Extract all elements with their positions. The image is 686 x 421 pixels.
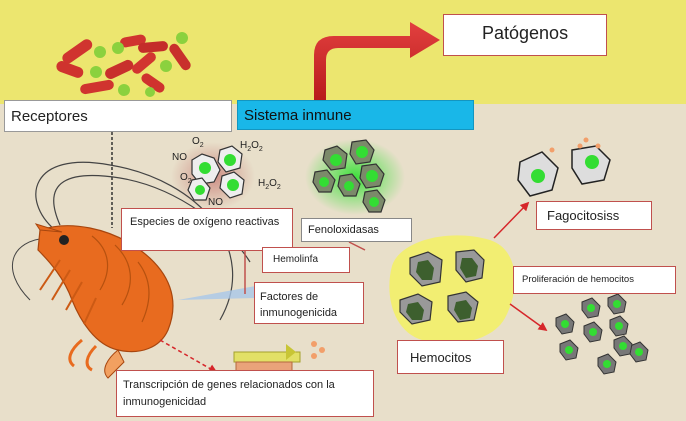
hemocytes-label: Hemocitos bbox=[397, 340, 504, 374]
phagocytosis-label: Fagocitosiss bbox=[536, 201, 652, 230]
no-label-bottom: NO bbox=[208, 197, 223, 208]
phagocytosis-cells bbox=[517, 137, 611, 197]
connector-line bbox=[348, 241, 366, 251]
bacterium-coccus bbox=[112, 42, 124, 54]
hemolymph-label: Hemolinfa bbox=[262, 247, 350, 273]
immunogenicity-factors-label: Factores de inmunogenicida bbox=[254, 282, 364, 324]
bacterium-rod bbox=[105, 59, 134, 79]
hemocyte-proliferation-label: Proliferación de hemocitos bbox=[513, 266, 676, 294]
bacterium-rod bbox=[138, 41, 168, 53]
immune-system-label: Sistema inmune bbox=[237, 100, 474, 130]
phenoloxidase-cluster bbox=[305, 139, 405, 215]
gene-icon bbox=[233, 341, 325, 373]
proliferating-hemocytes bbox=[555, 293, 649, 375]
pathogen-bacteria bbox=[56, 32, 191, 97]
bacterium-coccus bbox=[118, 84, 130, 96]
receptors-label: Receptores bbox=[4, 100, 232, 132]
o2-label-bottom: O2 bbox=[180, 172, 192, 185]
gene-transcription-label: Transcripción de genes relacionados con … bbox=[116, 370, 374, 417]
bacterium-rod bbox=[169, 43, 191, 71]
bacterium-rod bbox=[56, 61, 84, 78]
bacterium-coccus bbox=[176, 32, 188, 44]
phenoloxidases-label: Fenoloxidasas bbox=[301, 218, 412, 242]
transcription-arrow bbox=[159, 339, 218, 373]
h2o2-label-top: H2O2 bbox=[240, 140, 263, 153]
phagocytosis-arrow bbox=[493, 201, 530, 239]
h2o2-label-bottom: H2O2 bbox=[258, 178, 281, 191]
bacterium-rod bbox=[62, 39, 93, 64]
bacterium-rod bbox=[132, 52, 156, 74]
no-label-left: NO bbox=[172, 152, 187, 163]
hemocyte-cluster bbox=[389, 235, 515, 344]
hemolymph-beam bbox=[178, 286, 256, 300]
bacterium-rod bbox=[141, 73, 165, 93]
bacterium-coccus bbox=[145, 87, 155, 97]
bacterium-coccus bbox=[160, 60, 172, 72]
bacterium-coccus bbox=[90, 66, 102, 78]
proliferation-arrow bbox=[509, 303, 548, 332]
bacterium-rod bbox=[80, 79, 114, 95]
pathogens-label: Patógenos bbox=[443, 14, 607, 56]
reactive-oxygen-species-label: Especies de oxígeno reactivas bbox=[121, 208, 293, 251]
bacterium-rod bbox=[120, 34, 146, 48]
ros-cell-cluster bbox=[171, 142, 255, 210]
o2-label-top: O2 bbox=[192, 136, 204, 149]
response-arrow bbox=[314, 22, 440, 100]
bacterium-coccus bbox=[94, 46, 106, 58]
